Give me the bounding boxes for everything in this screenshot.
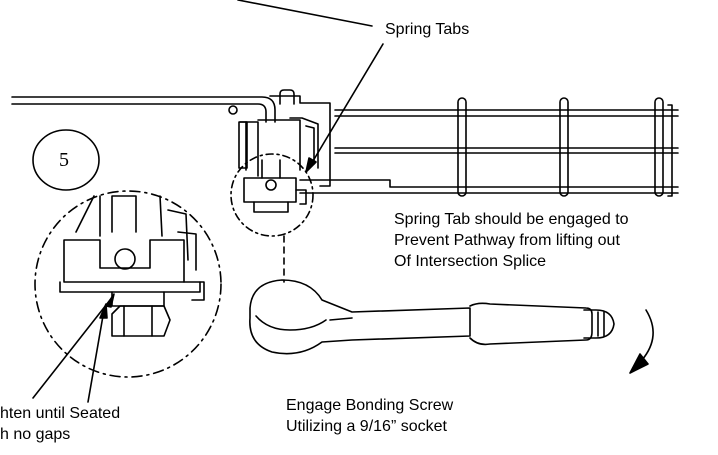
engage-note-line1: Engage Bonding Screw — [286, 397, 454, 414]
ratchet-wrench-drawing — [249, 279, 615, 355]
step-number-circle — [32, 129, 100, 191]
tighten-note-line1: hten until Seated — [0, 405, 121, 422]
top-leader-line — [237, 0, 373, 27]
spring-tab-note-line2: Prevent Pathway from lifting out — [394, 232, 620, 249]
step-number: 5 — [59, 149, 69, 171]
spring-tabs-arrowhead — [305, 157, 317, 173]
engage-note-line2: Utilizing a 9/16” socket — [286, 418, 447, 435]
spring-tab-note-line3: Of Intersection Splice — [394, 253, 547, 270]
spring-tabs-leader — [309, 43, 384, 167]
left-pathway-rail — [11, 96, 276, 123]
tighten-arrowhead-2 — [99, 303, 108, 319]
intersection-splice — [238, 89, 331, 187]
tighten-leader-2 — [87, 309, 105, 403]
tighten-leader-1 — [32, 299, 111, 399]
large-detail-circle — [34, 190, 222, 378]
right-wire-pathway — [299, 97, 679, 197]
tighten-arrowhead-1 — [105, 293, 115, 308]
small-detail-circle — [230, 153, 314, 237]
spring-tabs-label: Spring Tabs — [385, 21, 470, 38]
rotation-arrow — [629, 309, 654, 374]
spring-tab-note-line1: Spring Tab should be engaged to — [394, 211, 629, 228]
tighten-note-line2: h no gaps — [0, 426, 71, 443]
